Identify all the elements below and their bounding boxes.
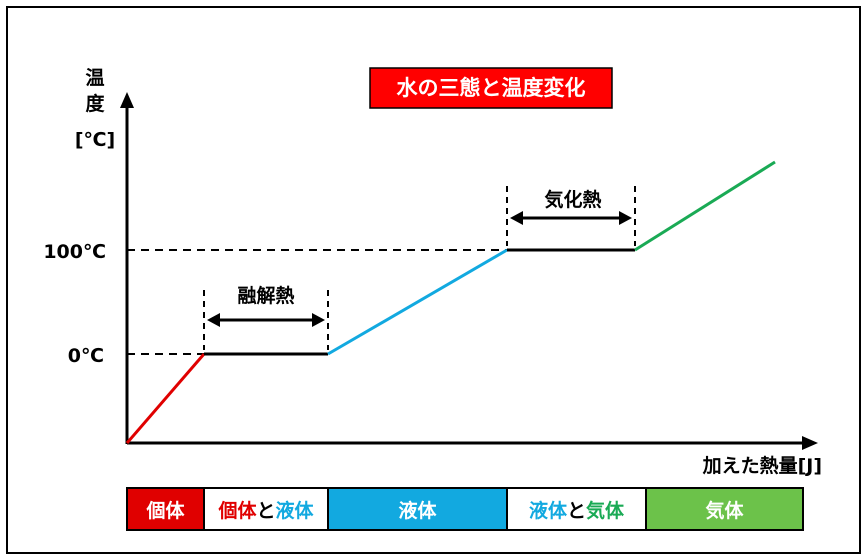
vaporization-heat-annotation: 気化熱	[506, 186, 636, 246]
fusion-arrowhead-right	[312, 313, 325, 327]
phase-liquid-label: 液体	[398, 499, 437, 522]
phase-bar: 個体個体と液体液体液体と気体気体	[126, 487, 804, 531]
fusion-heat-label: 融解熱	[237, 284, 294, 307]
y-axis-label-line-1: 温	[85, 67, 104, 89]
phase-liquid-gas-label: 液体と気体	[529, 499, 625, 522]
title-background	[369, 67, 613, 109]
phase-solid-label-part: 個体	[145, 499, 185, 522]
fusion-arrowhead-left	[207, 313, 220, 327]
phase-gas-cell	[645, 487, 804, 531]
y-axis-arrowhead	[120, 92, 134, 108]
phase-liquid-gas-label-part: と	[567, 500, 586, 522]
phase-gas-label: 気体	[705, 499, 744, 522]
phase-solid-liquid-label-part: 個体	[217, 499, 257, 522]
x-axis-arrowhead	[802, 436, 818, 450]
curve-gas-heating	[634, 160, 776, 252]
phase-liquid-cell	[327, 487, 508, 531]
vaporization-heat-label: 気化熱	[544, 188, 601, 211]
phase-solid-liquid-label-part: と	[256, 500, 275, 522]
curve-solid-heating	[125, 353, 206, 444]
vaporization-arrowhead-left	[510, 211, 523, 225]
phase-gas-label-part: 気体	[705, 499, 744, 522]
y-tick-100c: 100℃	[43, 241, 106, 263]
phase-solid-label: 個体	[145, 499, 185, 522]
y-tick-0c: 0℃	[68, 345, 104, 367]
phase-liquid-gas-label-part: 液体	[529, 499, 568, 522]
phase-liquid-gas-label-part: 気体	[586, 499, 625, 522]
phase-solid-liquid-cell	[203, 487, 329, 531]
x-axis-label: 加えた熱量[J]	[702, 454, 822, 477]
y-axis-label-line-3: [℃]	[75, 129, 115, 151]
curve-liquid-heating	[327, 248, 508, 356]
phase-liquid-gas-cell	[506, 487, 647, 531]
phase-liquid-label-part: 液体	[398, 499, 437, 522]
fusion-heat-annotation: 融解熱	[203, 284, 329, 350]
phase-solid-liquid-label-part: 液体	[276, 499, 315, 522]
title-box: 水の三態と温度変化	[369, 67, 613, 109]
y-axis-label-line-2: 度	[85, 92, 105, 115]
title-text: 水の三態と温度変化	[397, 76, 586, 100]
phase-solid-liquid-label: 個体と液体	[217, 499, 314, 522]
vaporization-arrowhead-right	[619, 211, 632, 225]
